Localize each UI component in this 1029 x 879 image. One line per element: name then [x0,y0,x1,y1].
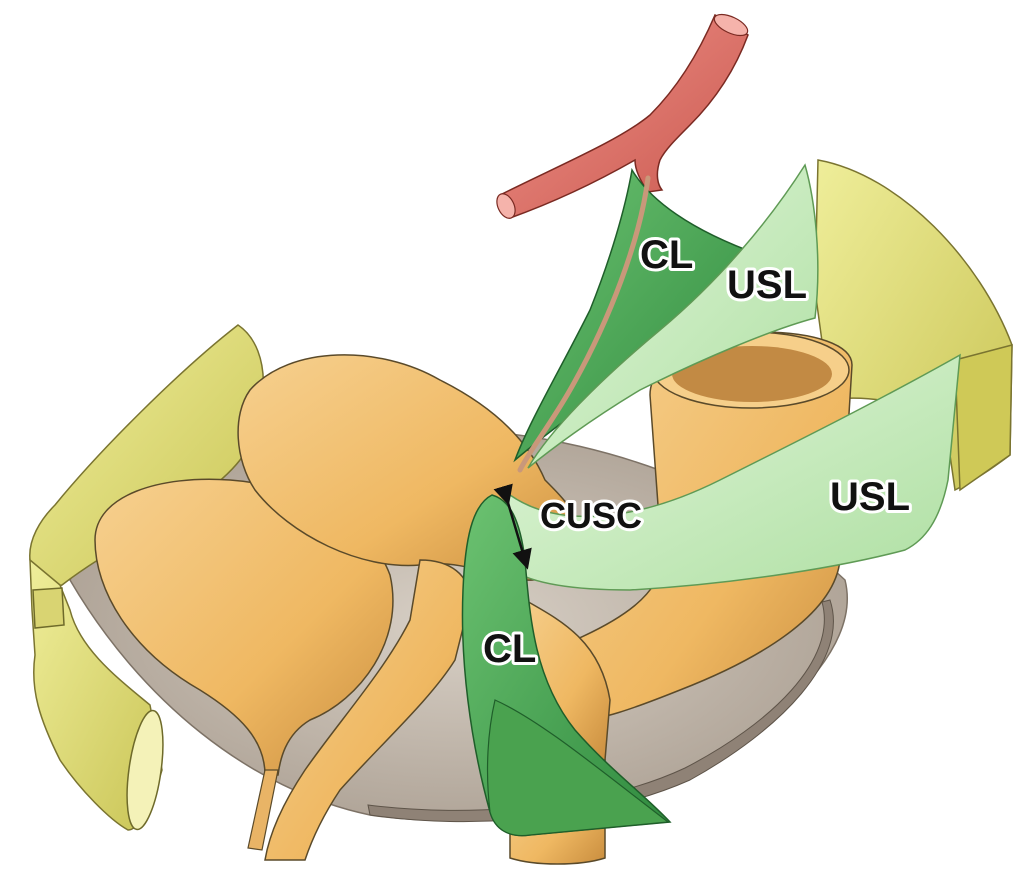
label-usl-lower: USL [830,475,910,519]
urethra [247,769,279,851]
left-yellow-band [29,558,163,831]
label-cusc: CUSC [540,495,642,536]
vagina [264,559,471,861]
right-yellow-side [954,344,1013,492]
cardinal-ligament-lower-fold [486,699,670,837]
artery-cut-end [496,193,516,219]
pelvic-floor-cut-edge [367,599,834,823]
internal-iliac-artery [499,13,749,219]
left-yellow-ring [32,587,65,629]
label-usl-upper: USL [727,263,807,307]
cusc-arrow [493,483,532,570]
artery-upper-end [713,13,749,37]
ureter-vessel [517,175,651,473]
uterosacral-ligament-lower [501,353,961,591]
rectum-lumen [672,346,832,402]
uterosacral-ligament-upper [527,163,819,469]
bladder [94,478,394,776]
label-cl-upper: CL [640,233,693,277]
label-cl-lower: CL [483,627,536,671]
left-yellow-cut-end [126,709,164,831]
